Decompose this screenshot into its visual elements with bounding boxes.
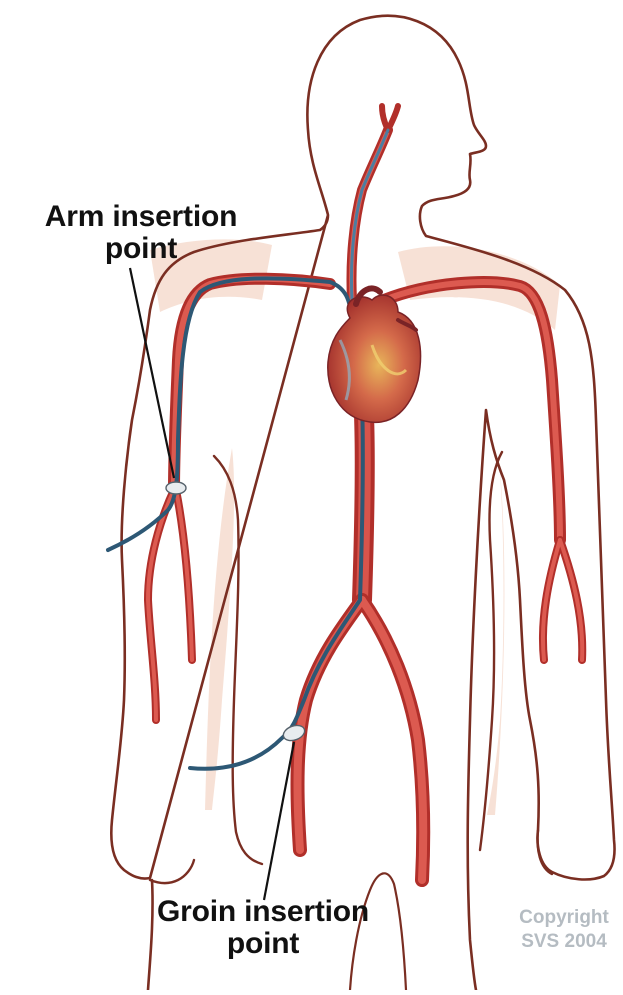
right-arm-inner-line [480, 452, 502, 850]
groin-pointer-line [264, 742, 294, 900]
arm-label-line1: Arm insertion [6, 201, 276, 233]
copyright-line1: Copyright [509, 906, 619, 930]
groin-insertion-label: Groin insertion point [128, 896, 398, 959]
copyright-notice: Copyright SVS 2004 [509, 906, 619, 954]
copyright-line2: SVS 2004 [509, 930, 619, 954]
left-hand-outline [150, 860, 194, 883]
heart-illustration [328, 288, 421, 422]
arm-insertion-label: Arm insertion point [6, 201, 276, 264]
arm-label-line2: point [6, 233, 276, 265]
groin-label-line1: Groin insertion [128, 896, 398, 928]
groin-label-line2: point [128, 928, 398, 960]
right-hand-outline [538, 830, 552, 874]
